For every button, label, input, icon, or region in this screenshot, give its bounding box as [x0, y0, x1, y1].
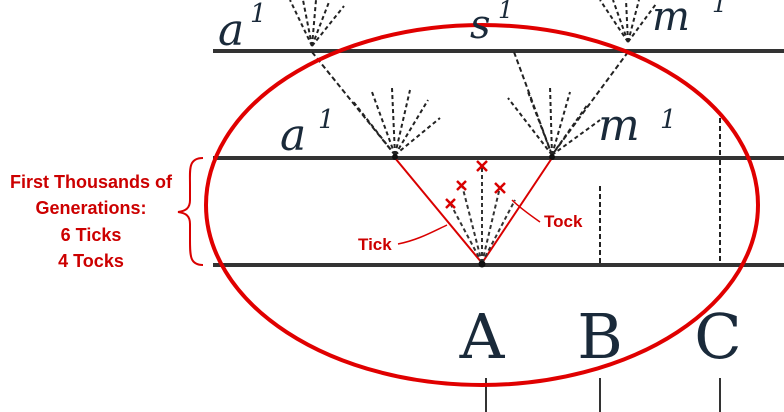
x-mark: [445, 198, 456, 209]
top-dashed-fans: [289, 0, 657, 47]
top-superscript-m: 1: [712, 0, 727, 18]
tick-leader: [397, 224, 448, 245]
descent-branches-top: [311, 51, 629, 156]
x-mark: [456, 180, 467, 191]
callout-line-1: First Thousands of: [10, 172, 173, 192]
callout-line-2: Generations:: [35, 198, 146, 218]
callout-brace: [177, 157, 204, 266]
x-mark: [476, 160, 488, 172]
mid-label-m: m: [598, 100, 640, 151]
x-mark: [494, 182, 506, 194]
tick-tock-marks: [445, 160, 506, 209]
node-a-bottom: [478, 260, 486, 268]
callout-line-4: 4 Tocks: [58, 251, 124, 271]
top-label-s: s: [470, 2, 491, 48]
species-label-a: A: [459, 300, 506, 373]
highlight-ellipse: [204, 23, 760, 387]
tock-label: Tock: [544, 212, 583, 231]
a-dashed-fan: [449, 165, 516, 264]
tick-label: Tick: [358, 235, 392, 254]
top-label-m: m: [652, 0, 690, 40]
node-m-mid: [549, 154, 555, 160]
middle-dashed-fans: [351, 85, 601, 156]
red-branches: [394, 157, 553, 264]
mid-superscript-m: 1: [660, 105, 677, 135]
callout-line-3: 6 Ticks: [61, 225, 122, 245]
mid-label-a: a: [280, 110, 306, 161]
top-superscript-s: 1: [498, 0, 513, 24]
species-label-b: B: [577, 300, 623, 373]
species-label-c: C: [694, 300, 741, 373]
node-a-mid: [392, 154, 398, 160]
mid-superscript-a: 1: [318, 105, 335, 135]
tock-leader: [511, 199, 541, 223]
top-label-a: a: [218, 5, 244, 56]
top-superscript-a: 1: [250, 0, 267, 29]
